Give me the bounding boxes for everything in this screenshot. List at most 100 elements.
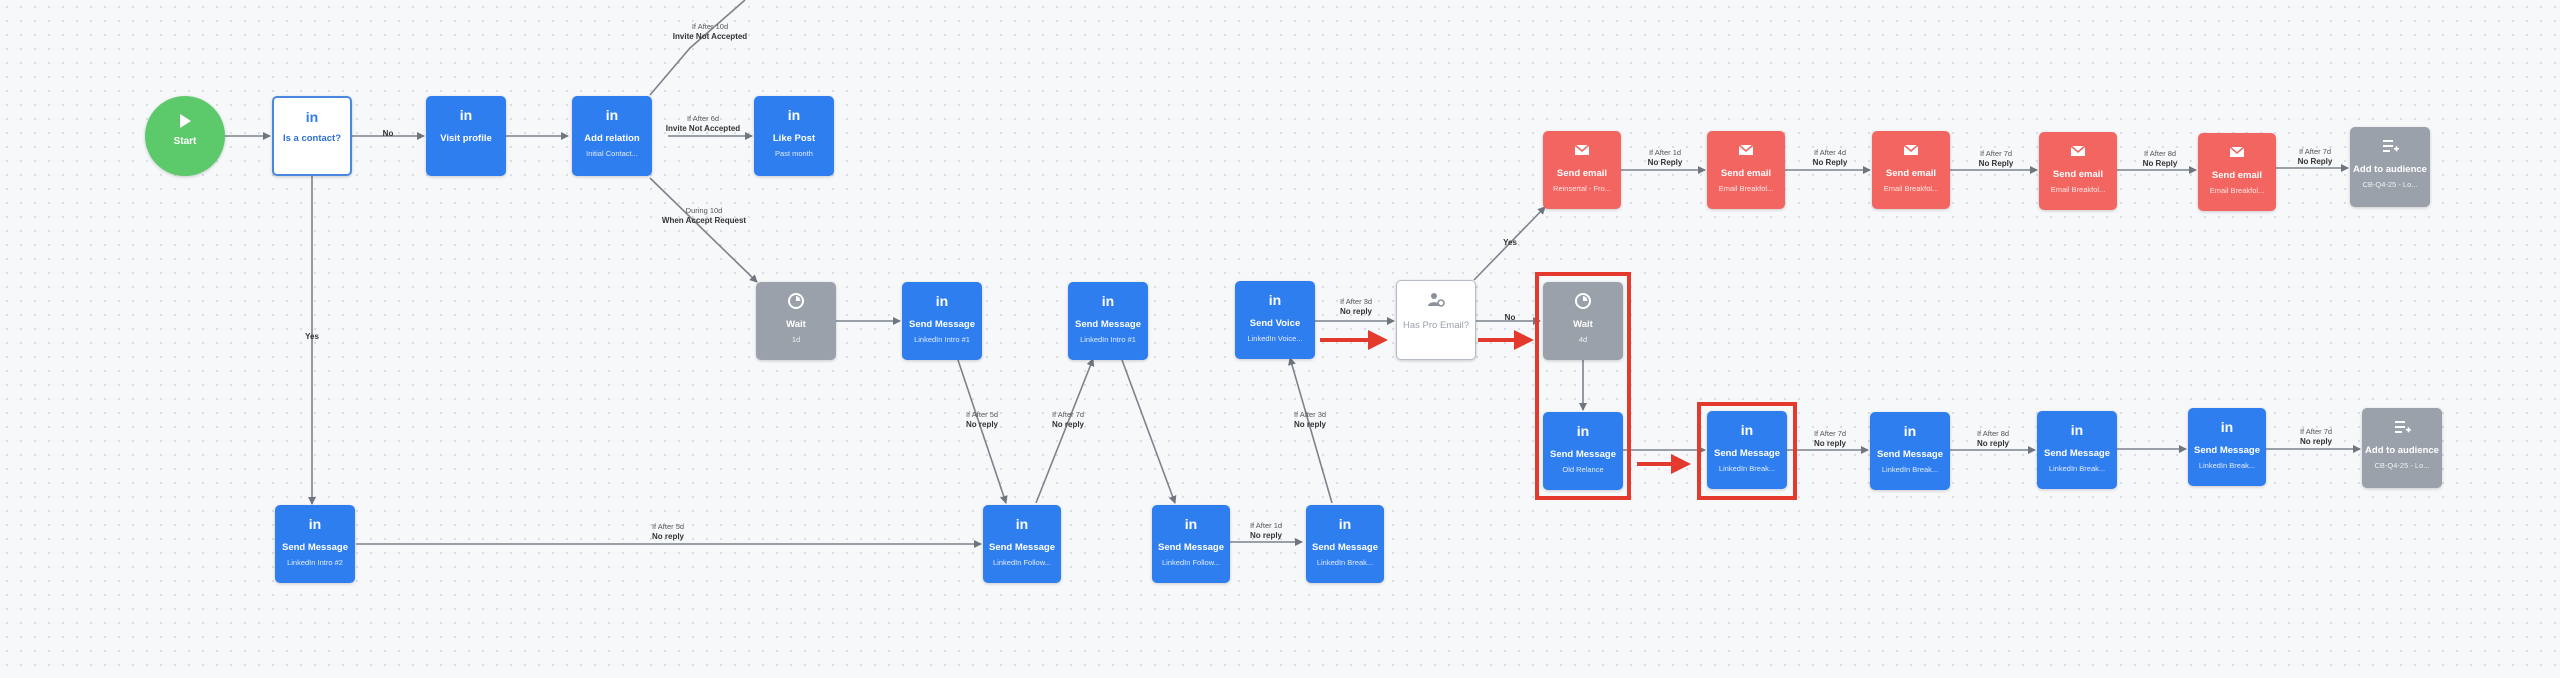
node-subtitle: Email Breakfol... [1883, 184, 1939, 193]
svg-text:in: in [1904, 423, 1916, 439]
node-subtitle: CB-Q4-25 - Lo... [2362, 180, 2418, 189]
node-subtitle: Email Breakfol... [2050, 185, 2106, 194]
delay-text: If After 7d [1813, 429, 1847, 438]
add-to-audience-node[interactable]: Add to audience CB-Q4-25 - Lo... [2350, 127, 2430, 207]
send-message-node[interactable]: in Send Message LinkedIn Break... [2037, 411, 2117, 489]
linkedin-icon: in [1339, 516, 1351, 532]
send-message-node[interactable]: in Send Message LinkedIn Break... [1306, 505, 1384, 583]
condition-text: Yes [305, 332, 319, 341]
send-message-node[interactable]: in Send Message LinkedIn Break... [2188, 408, 2266, 486]
svg-text:in: in [1102, 293, 1114, 309]
linkedin-icon: in [1741, 422, 1753, 438]
node-title: Add to audience [2365, 445, 2439, 456]
edge-label: Yes [1503, 238, 1517, 248]
send-voice-node[interactable]: in Send Voice LinkedIn Voice... [1235, 281, 1315, 359]
has-pro-email-condition[interactable]: Has Pro Email? [1396, 280, 1476, 360]
send-email-node[interactable]: Send email Reinsertal - Fro... [1543, 131, 1621, 209]
node-title: Is a contact? [282, 133, 342, 144]
send-email-node[interactable]: Send email Email Breakfol... [2198, 133, 2276, 211]
node-subtitle: LinkedIn Intro #1 [1080, 335, 1136, 344]
svg-text:in: in [309, 516, 321, 532]
node-title: Send Message [2044, 448, 2110, 459]
condition-text: No reply [1813, 439, 1847, 448]
edge-label: If After 4d No Reply [1813, 148, 1848, 168]
condition-text: No reply [965, 420, 999, 429]
node-title: Send email [1720, 168, 1772, 179]
edge-label: If After 7d No Reply [1979, 149, 2014, 169]
node-title: Add to audience [2353, 164, 2427, 175]
delay-text: If After 1d [1648, 148, 1682, 157]
svg-text:in: in [1577, 423, 1589, 439]
linkedin-icon: in [606, 107, 618, 123]
condition-text: Invite Not Accepted [665, 124, 741, 133]
node-subtitle: LinkedIn Break... [2198, 461, 2256, 470]
node-subtitle: LinkedIn Follow... [1162, 558, 1220, 567]
mail-icon [1738, 144, 1754, 155]
send-message-node[interactable]: in Send Message Old Relance [1543, 412, 1623, 490]
send-email-node[interactable]: Send email Email Breakfol... [1707, 131, 1785, 209]
clock-icon [788, 293, 804, 309]
delay-text: If After 7d [2299, 427, 2333, 436]
delay-text: If After 3d [1293, 410, 1327, 419]
edge-label: If After 5d No reply [966, 410, 998, 430]
node-title: Send Message [1158, 542, 1224, 553]
node-title: Wait [1573, 319, 1593, 330]
mail-icon [1903, 144, 1919, 155]
svg-text:in: in [606, 107, 618, 123]
node-subtitle: LinkedIn Break... [1881, 465, 1939, 474]
edge-label: If After 8d No reply [1977, 429, 2009, 449]
send-message-node[interactable]: in Send Message LinkedIn Intro #1 [902, 282, 982, 360]
linkedin-icon: in [1102, 293, 1114, 309]
node-title: Wait [786, 319, 806, 330]
condition-text: No reply [1976, 439, 2010, 448]
send-email-node[interactable]: Send email Email Breakfol... [1872, 131, 1950, 209]
condition-text: No reply [1339, 307, 1373, 316]
add-relation-node[interactable]: in Add relation Initial Contact... [572, 96, 652, 176]
like-post-node[interactable]: in Like Post Past month [754, 96, 834, 176]
edge-label: If After 6d Invite Not Accepted [666, 114, 740, 134]
send-message-node[interactable]: in Send Message LinkedIn Break... [1870, 412, 1950, 490]
red-arrow-icon [1478, 330, 1534, 350]
send-message-node[interactable]: in Send Message LinkedIn Break... [1707, 411, 1787, 489]
node-title: Send Message [1877, 449, 1943, 460]
send-email-node[interactable]: Send email Email Breakfol... [2039, 132, 2117, 210]
node-subtitle: CB-Q4-25 - Lo... [2374, 461, 2430, 470]
node-title: Send email [1885, 168, 1937, 179]
send-message-node[interactable]: in Send Message LinkedIn Follow... [983, 505, 1061, 583]
node-title: Send Voice [1249, 318, 1301, 329]
is-contact-condition[interactable]: in Is a contact? [272, 96, 352, 176]
edge-label: If After 3d No reply [1294, 410, 1326, 430]
node-title: Send Message [1075, 319, 1141, 330]
visit-profile-node[interactable]: in Visit profile [426, 96, 506, 176]
edge-label: If After 5d No reply [652, 522, 684, 542]
add-to-audience-node[interactable]: Add to audience CB-Q4-25 - Lo... [2362, 408, 2442, 488]
svg-text:in: in [1269, 292, 1281, 308]
edge-label: If After 7d No reply [1052, 410, 1084, 430]
condition-text: No [1504, 313, 1516, 322]
linkedin-icon: in [1269, 292, 1281, 308]
send-message-node[interactable]: in Send Message LinkedIn Intro #2 [275, 505, 355, 583]
wait-node[interactable]: Wait 4d [1543, 282, 1623, 360]
start-node[interactable]: Start [145, 96, 225, 176]
linkedin-icon: in [788, 107, 800, 123]
node-title: Send Message [1312, 542, 1378, 553]
svg-text:in: in [1185, 516, 1197, 532]
svg-text:in: in [2071, 422, 2083, 438]
send-message-node[interactable]: in Send Message LinkedIn Intro #1 [1068, 282, 1148, 360]
delay-text: If After 8d [2143, 149, 2177, 158]
node-subtitle: LinkedIn Intro #1 [914, 335, 970, 344]
node-title: Send Message [1714, 448, 1780, 459]
svg-text:in: in [1339, 516, 1351, 532]
send-message-node[interactable]: in Send Message LinkedIn Follow... [1152, 505, 1230, 583]
start-label: Start [173, 136, 197, 147]
node-title: Send Message [2194, 445, 2260, 456]
svg-text:in: in [936, 293, 948, 309]
node-subtitle: Email Breakfol... [2209, 186, 2265, 195]
condition-text: No Reply [2297, 157, 2333, 166]
delay-text: If After 5d [965, 410, 999, 419]
node-subtitle: Email Breakfol... [1718, 184, 1774, 193]
node-title: Has Pro Email? [1403, 320, 1469, 331]
node-subtitle: Reinsertal - Fro... [1553, 184, 1611, 193]
svg-text:in: in [788, 107, 800, 123]
wait-node[interactable]: Wait 1d [756, 282, 836, 360]
